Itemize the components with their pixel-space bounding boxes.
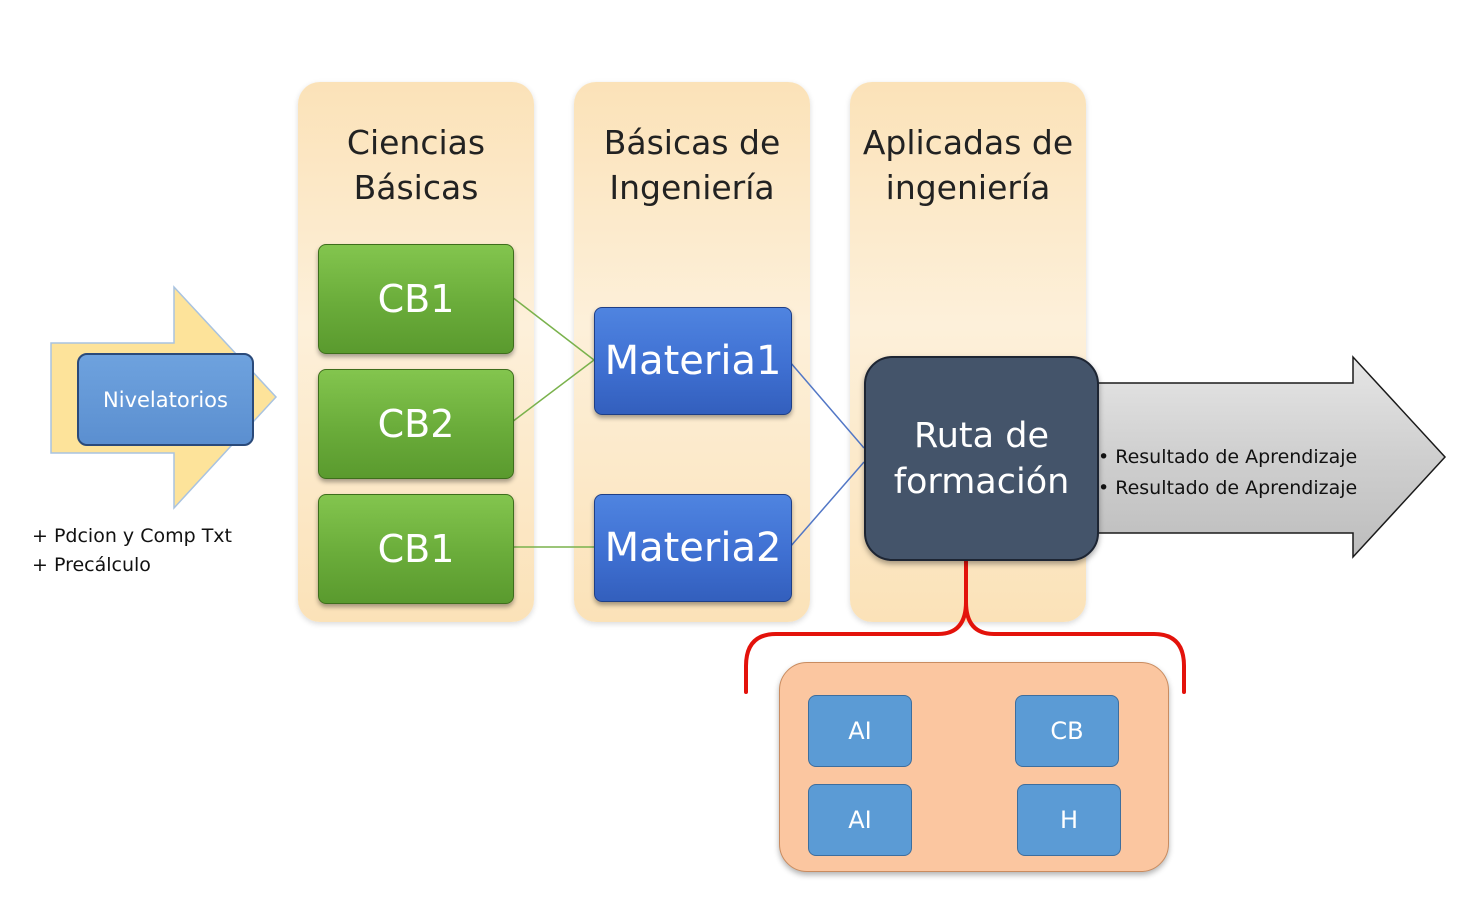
connector-cb1-materia1 <box>511 296 595 361</box>
component-box: CB <box>1015 695 1119 767</box>
connector-materia2-ruta <box>789 461 865 548</box>
result-item: • Resultado de Aprendizaje <box>1098 477 1358 499</box>
connector-cb2-materia1 <box>511 359 595 423</box>
cb-box: CB1 <box>318 244 514 354</box>
result-text: Resultado de Aprendizaje <box>1115 446 1358 468</box>
materia-box: Materia2 <box>594 494 792 602</box>
column-title: Aplicadas de ingeniería <box>862 123 1074 207</box>
column-title: Básicas de Ingeniería <box>603 123 781 207</box>
connector-materia1-ruta <box>789 361 865 449</box>
components-panel: AI CB AI H <box>779 662 1169 872</box>
curly-brace <box>744 555 1186 694</box>
result-text: Resultado de Aprendizaje <box>1115 477 1358 499</box>
ruta-formacion-box: Ruta de formación <box>864 356 1099 561</box>
column-title: Ciencias Básicas <box>346 123 486 207</box>
cb-box: CB1 <box>318 494 514 604</box>
note-line: + Pdcion y Comp Txt <box>32 525 232 547</box>
result-arrow <box>1095 355 1447 559</box>
cb-box: CB2 <box>318 369 514 479</box>
nivelatorios-box: Nivelatorios <box>77 353 254 446</box>
component-box: AI <box>808 784 912 856</box>
materia-box: Materia1 <box>594 307 792 415</box>
result-item: • Resultado de Aprendizaje <box>1098 446 1358 468</box>
component-box: AI <box>808 695 912 767</box>
note-line: + Precálculo <box>32 554 151 576</box>
component-box: H <box>1017 784 1121 856</box>
